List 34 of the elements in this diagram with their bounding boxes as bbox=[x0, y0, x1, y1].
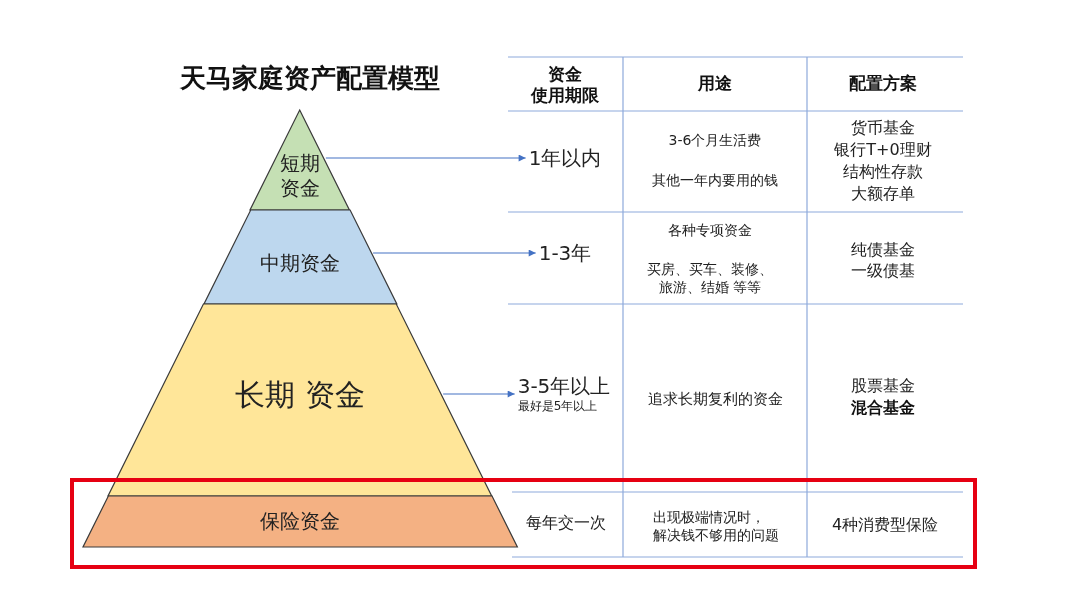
tier-label: 短期资金 bbox=[280, 151, 320, 201]
table-text: 大额存单 bbox=[851, 184, 915, 204]
table-text: 3-6个月生活费 bbox=[668, 132, 762, 150]
table-text: 出现极端情况时，解决钱不够用的问题 bbox=[653, 508, 779, 544]
diagram-title: 天马家庭资产配置模型 bbox=[180, 61, 440, 95]
column-header: 配置方案 bbox=[849, 73, 917, 95]
period-label: 1年以内 bbox=[528, 145, 602, 171]
table-text: 4种消费型保险 bbox=[831, 515, 939, 535]
period-note: 最好是5年以上 bbox=[517, 399, 598, 414]
column-header: 用途 bbox=[698, 73, 732, 95]
tier-label: 保险资金 bbox=[260, 508, 340, 534]
arrow bbox=[442, 390, 516, 398]
table-text: 买房、买车、装修、旅游、结婚 等等 bbox=[647, 260, 773, 296]
pyramid-tier bbox=[108, 304, 492, 496]
pyramid-tier bbox=[250, 110, 350, 210]
arrow bbox=[325, 154, 527, 162]
table-text: 纯债基金 bbox=[851, 240, 915, 260]
table-text: 一级债基 bbox=[851, 261, 915, 281]
arrow bbox=[372, 249, 537, 257]
table-text: 每年交一次 bbox=[526, 513, 606, 533]
period-label: 3-5年以上 bbox=[517, 374, 611, 399]
column-header: 资金使用期限 bbox=[531, 63, 599, 107]
table-text: 各种专项资金 bbox=[668, 222, 752, 240]
table-text: 追求长期复利的资金 bbox=[647, 389, 783, 409]
period-label: 1-3年 bbox=[538, 240, 592, 266]
tier-label: 长期 资金 bbox=[235, 376, 365, 414]
table-text: 股票基金 bbox=[851, 376, 915, 396]
table-text: 其他一年内要用的钱 bbox=[652, 172, 778, 190]
table-text: 结构性存款 bbox=[843, 162, 923, 182]
table-text: 货币基金 bbox=[851, 118, 915, 138]
table-text: 混合基金 bbox=[851, 398, 915, 418]
pyramid-tier bbox=[82, 496, 518, 547]
tier-label: 中期资金 bbox=[260, 250, 340, 276]
table-text: 银行T+0理财 bbox=[834, 140, 932, 160]
